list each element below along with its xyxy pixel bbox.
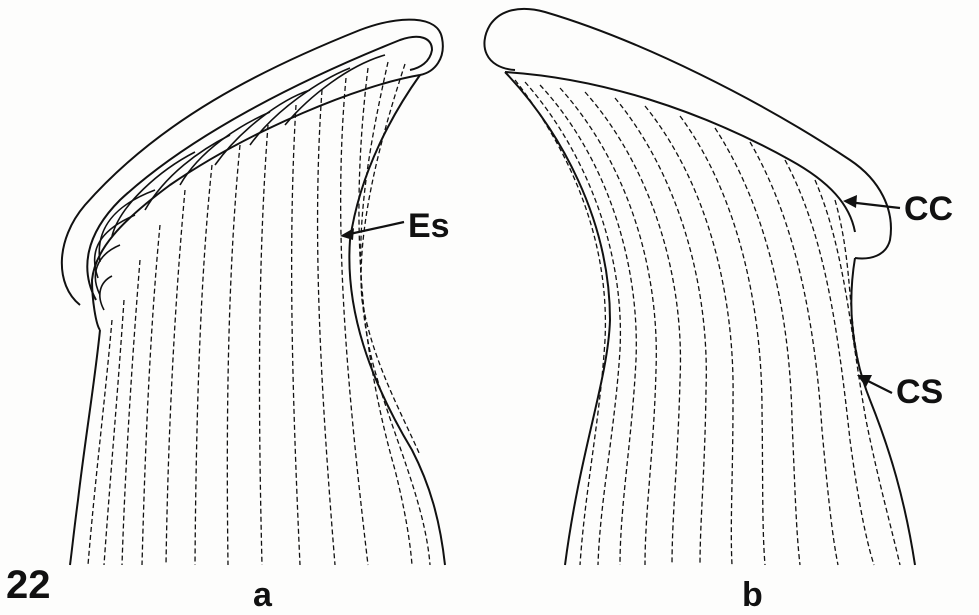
panel-b-streak-4 (560, 88, 656, 565)
panel-a-rim-inner (87, 37, 432, 300)
panel-a-letter: a (253, 578, 272, 612)
panel-b-drawing (484, 9, 915, 565)
panel-b-streak-9 (715, 128, 800, 565)
panel-a-drawing (62, 20, 445, 565)
panel-b-streak-3 (540, 85, 636, 565)
panel-b-rim-inner (505, 72, 855, 232)
panel-a-streak-4 (142, 225, 160, 565)
cc-label: CC (904, 192, 953, 226)
panel-a-streak-12 (359, 68, 412, 565)
figure-number: 22 (6, 565, 51, 605)
panel-a-es-arrowhead (340, 228, 354, 240)
panel-a-arc-8 (215, 90, 310, 165)
panel-b-streak-12 (815, 180, 900, 565)
panel-a-arc-1 (100, 276, 112, 310)
panel-b-streak-7 (645, 106, 733, 565)
cs-label: CS (896, 375, 943, 409)
panel-a-streak-3 (122, 260, 140, 565)
panel-a-streak-8 (260, 125, 268, 565)
panel-b-streak-6 (615, 98, 706, 565)
panel-a-streak-11 (341, 78, 368, 565)
panel-b-streak-1 (515, 80, 605, 565)
panel-b-letter: b (742, 578, 763, 612)
panel-b-right-edge (851, 258, 915, 565)
es-label: Es (408, 209, 450, 243)
panel-a-streak-10 (318, 90, 335, 565)
panel-a-streak-9 (292, 105, 300, 565)
panel-b-streak-5 (585, 92, 680, 565)
panel-a-streaks (88, 62, 430, 565)
panel-a-streak-7 (227, 145, 240, 565)
panel-b-left-edge (505, 72, 610, 565)
panel-a-left-edge (70, 330, 100, 565)
panel-b-streak-8 (680, 116, 765, 565)
panel-a-streak-5 (166, 190, 185, 565)
panel-a-right-edge (349, 75, 445, 565)
panel-a-streak-2 (104, 300, 124, 565)
panel-a-arc-7 (180, 112, 270, 185)
panel-a-streak-6 (195, 165, 212, 565)
panel-b-streak-13 (835, 200, 858, 360)
panel-a-streak-1 (88, 320, 112, 565)
panel-b-streaks (515, 80, 900, 565)
panel-a-streak-13 (361, 62, 430, 565)
panel-a-rim-outline (62, 20, 443, 330)
